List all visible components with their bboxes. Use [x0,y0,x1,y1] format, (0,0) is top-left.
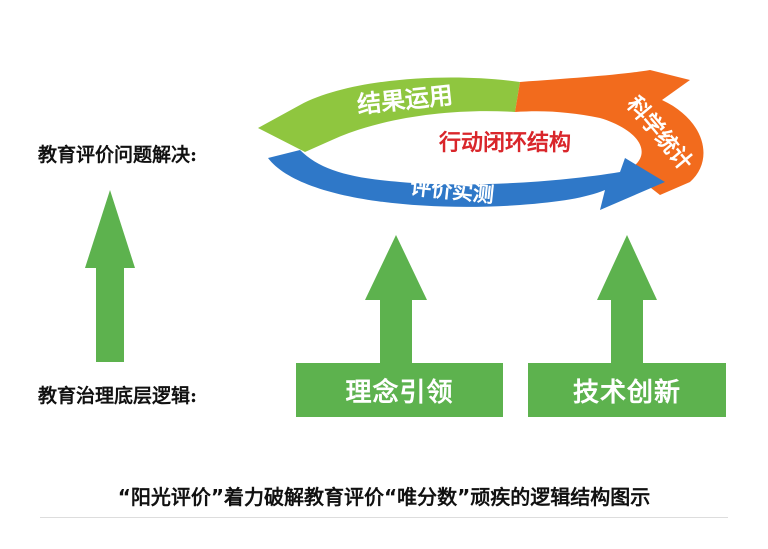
middle-up-arrow [365,235,427,363]
governance-logic-label: 教育治理底层逻辑: [38,385,198,407]
concept-guidance-box: 理念引领 [296,363,503,417]
blue-arc [268,150,665,210]
problem-solving-label: 教育评价问题解决: [38,144,198,166]
green-arc [258,77,520,152]
left-up-arrow [85,190,135,362]
concept-guidance-text: 理念引领 [345,377,454,408]
technology-innovation-box: 技术创新 [528,363,726,417]
technology-innovation-text: 技术创新 [572,377,681,408]
figure-caption: “阳光评价”着力破解教育评价“唯分数”顽疾的逻辑结构图示 [117,485,651,509]
orange-arc [515,70,704,195]
right-up-arrow [597,235,657,363]
center-label: 行动闭环结构 [438,130,571,156]
caption-divider [40,517,728,518]
